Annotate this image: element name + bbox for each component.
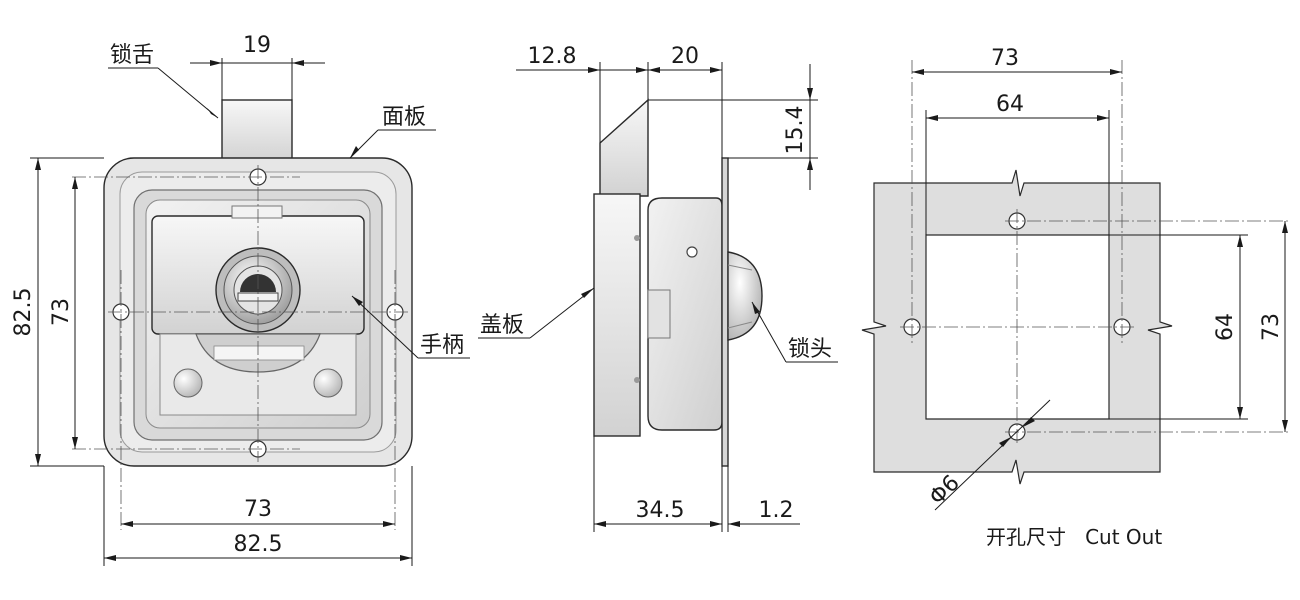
dim-side-depth: 34.5 <box>636 498 685 523</box>
front-view: 19 82.5 73 73 82.5 锁舌 面板 <box>11 33 470 566</box>
dim-cutout-inner-height: 64 <box>1213 313 1238 341</box>
side-lock-head <box>727 251 763 341</box>
dim-side-top-right: 20 <box>671 44 699 69</box>
dim-side-tongue-height: 15.4 <box>783 106 808 155</box>
label-tongue: 锁舌 <box>110 43 154 68</box>
dim-height-holes: 73 <box>49 298 74 326</box>
dim-width-holes: 73 <box>244 497 272 522</box>
side-view: 12.8 20 15.4 34.5 1.2 盖板 锁头 <box>478 44 838 532</box>
stud-right <box>313 368 343 398</box>
dim-cutout-outer-height: 73 <box>1259 313 1284 341</box>
side-cover-plate <box>593 193 641 437</box>
cutout-view: 73 64 64 73 Φ6 开孔尺寸 Cut Out <box>861 46 1290 549</box>
dim-tongue-width: 19 <box>243 33 271 58</box>
dim-height-outer: 82.5 <box>11 288 36 337</box>
stud-left <box>173 368 203 398</box>
side-flange <box>721 157 729 467</box>
dim-side-top-left: 12.8 <box>528 44 577 69</box>
dim-width-outer: 82.5 <box>234 532 283 557</box>
dim-hole-diameter: Φ6 <box>925 471 965 511</box>
side-tongue <box>599 98 649 197</box>
dim-cutout-outer-width: 73 <box>991 46 1019 71</box>
cutout-caption: 开孔尺寸 Cut Out <box>986 525 1162 549</box>
dim-cutout-inner-width: 64 <box>996 92 1024 117</box>
dim-side-flange: 1.2 <box>759 498 794 523</box>
label-handle: 手柄 <box>420 333 464 358</box>
label-panel: 面板 <box>382 105 426 130</box>
label-cover: 盖板 <box>480 313 524 338</box>
label-lock-head: 锁头 <box>788 337 832 362</box>
latch-tongue <box>221 99 293 163</box>
